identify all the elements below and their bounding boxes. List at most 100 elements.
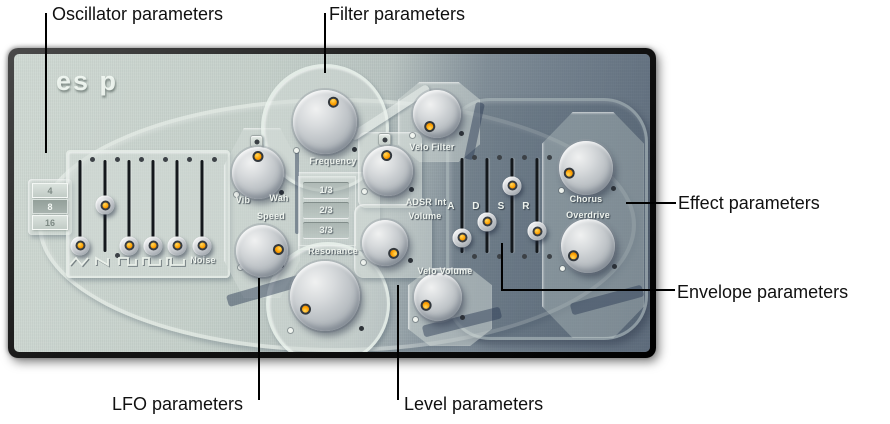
triangle-wave-icon bbox=[69, 256, 89, 267]
knob-led bbox=[272, 243, 285, 256]
knob-min-marker bbox=[410, 133, 415, 138]
square-osc-fader[interactable] bbox=[119, 157, 144, 256]
envelope-callout-line-horizontal bbox=[501, 289, 675, 291]
slider-dot bbox=[472, 254, 477, 259]
vib-wah-knob[interactable] bbox=[232, 147, 284, 199]
knob-led bbox=[422, 119, 438, 135]
oscillator-callout-label: Oscillator parameters bbox=[52, 4, 224, 24]
oscillator-callout-line bbox=[45, 13, 47, 153]
button-dot bbox=[254, 139, 259, 144]
knob-pointer bbox=[232, 147, 284, 199]
pulse-osc-fader[interactable] bbox=[143, 157, 168, 256]
fader-dot bbox=[212, 157, 217, 162]
volume-label: Volume bbox=[408, 211, 442, 221]
slider-track bbox=[485, 158, 489, 253]
effect-callout-label: Effect parameters bbox=[678, 193, 820, 213]
frequency-knob[interactable] bbox=[293, 90, 357, 154]
lfo-callout-label: LFO parameters bbox=[112, 394, 244, 414]
lfo-speed-knob[interactable] bbox=[236, 225, 288, 277]
noise-label: Noise bbox=[190, 255, 216, 265]
fader-handle[interactable] bbox=[70, 236, 90, 256]
fader-led bbox=[124, 240, 134, 251]
fader-led bbox=[75, 240, 85, 251]
slider-handle[interactable] bbox=[527, 221, 547, 241]
filter-callout-label: Filter parameters bbox=[329, 4, 466, 24]
knob-led bbox=[297, 301, 313, 318]
resonance-knob[interactable] bbox=[290, 261, 360, 331]
overdrive-knob[interactable] bbox=[561, 219, 615, 273]
chorus-knob[interactable] bbox=[559, 141, 613, 195]
knob-max-marker bbox=[408, 258, 413, 263]
frequency-label: Frequency bbox=[309, 156, 357, 166]
slider-handle[interactable] bbox=[452, 228, 472, 248]
sawtooth-wave-icon bbox=[95, 256, 109, 267]
key-follow-1-3-button[interactable]: 1/3 bbox=[303, 182, 349, 199]
key-follow-3-3-button[interactable]: 3/3 bbox=[303, 222, 349, 239]
level-callout-label: Level parameters bbox=[404, 394, 544, 414]
slider-dot bbox=[522, 254, 527, 259]
wah-label: Wah bbox=[269, 193, 289, 203]
velo-filter-knob[interactable] bbox=[413, 90, 461, 138]
resonance-label: Resonance bbox=[308, 246, 358, 256]
slider-led bbox=[482, 216, 492, 227]
noise-osc-fader[interactable] bbox=[192, 157, 217, 256]
fader-handle[interactable] bbox=[95, 195, 115, 215]
slider-handle[interactable] bbox=[502, 176, 522, 196]
velo-filter-label: Velo Filter bbox=[409, 142, 455, 152]
knob-max-marker bbox=[612, 264, 617, 269]
filter-callout-line bbox=[324, 13, 326, 73]
slider-dot bbox=[497, 155, 502, 160]
fader-handle[interactable] bbox=[167, 236, 187, 256]
fader-led bbox=[197, 240, 207, 251]
knob-max-marker bbox=[359, 326, 364, 331]
slider-dot bbox=[522, 155, 527, 160]
triangle-osc-fader[interactable] bbox=[70, 157, 95, 256]
fader-dot bbox=[187, 157, 192, 162]
volume-knob[interactable] bbox=[362, 220, 408, 266]
velo-volume-label: Velo Volume bbox=[417, 266, 473, 276]
knob-led bbox=[386, 245, 402, 262]
knob-min-marker bbox=[413, 317, 418, 322]
esp-synth-panel: es p 4 8 16 bbox=[14, 54, 650, 352]
key-follow-2-3-button[interactable]: 2/3 bbox=[303, 202, 349, 219]
narrow-pulse-osc-fader[interactable] bbox=[167, 157, 192, 256]
esp-logo: es p bbox=[56, 66, 119, 96]
fader-led bbox=[148, 240, 158, 251]
slider-led bbox=[532, 226, 542, 237]
decay-label: D bbox=[472, 201, 480, 212]
knob-led bbox=[380, 149, 393, 162]
slider-dot bbox=[547, 254, 552, 259]
velo-volume-knob[interactable] bbox=[414, 273, 462, 321]
fader-led bbox=[172, 240, 182, 251]
release-label: R bbox=[522, 201, 530, 212]
slider-handle[interactable] bbox=[477, 212, 497, 232]
knob-min-marker bbox=[362, 189, 367, 194]
envelope-callout-line-vertical bbox=[501, 243, 503, 291]
button-dot bbox=[382, 137, 387, 142]
fader-handle[interactable] bbox=[119, 236, 139, 256]
adsr-int-mode-button[interactable] bbox=[378, 133, 391, 146]
attack-label: A bbox=[447, 201, 455, 212]
slider-led bbox=[457, 232, 467, 243]
chorus-label: Chorus bbox=[569, 194, 603, 204]
slider-track bbox=[510, 158, 514, 253]
slider-dot bbox=[472, 155, 477, 160]
knob-max-marker bbox=[460, 315, 465, 320]
knob-max-marker bbox=[459, 131, 464, 136]
octave-16-button[interactable]: 16 bbox=[32, 215, 68, 230]
knob-led bbox=[562, 166, 577, 180]
sawtooth-osc-fader[interactable] bbox=[95, 157, 120, 258]
fader-dot bbox=[90, 157, 95, 162]
square-wave-icon bbox=[118, 257, 137, 266]
octave-4-button[interactable]: 4 bbox=[32, 183, 68, 198]
knob-led bbox=[326, 95, 341, 110]
knob-min-marker bbox=[361, 260, 366, 265]
fader-handle[interactable] bbox=[192, 236, 212, 256]
sustain-label: S bbox=[497, 201, 505, 212]
knob-min-marker bbox=[294, 148, 299, 153]
fader-handle[interactable] bbox=[143, 236, 163, 256]
adsr-int-knob[interactable] bbox=[363, 146, 413, 196]
octave-8-button[interactable]: 8 bbox=[32, 199, 68, 214]
fader-led bbox=[100, 200, 110, 211]
